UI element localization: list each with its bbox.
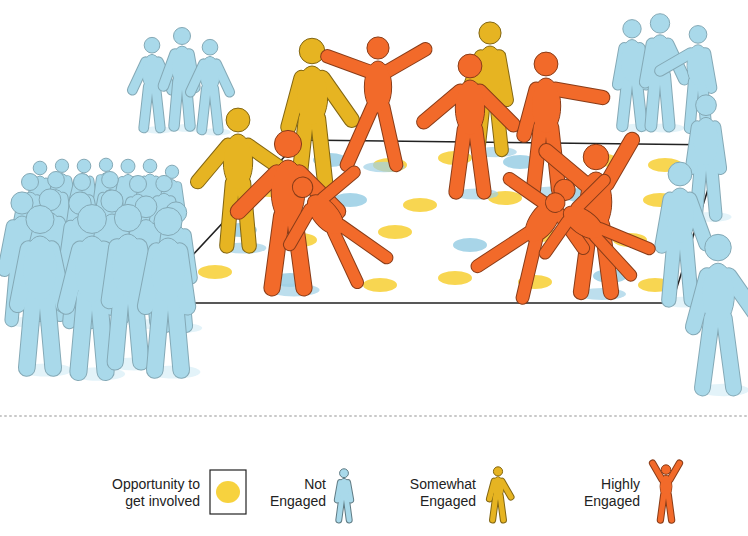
legend-label: Highly Engaged	[578, 476, 640, 510]
person-figure	[146, 207, 188, 370]
legend-swatches	[210, 463, 679, 520]
people	[4, 14, 748, 397]
person-figure	[190, 39, 229, 130]
floor-spot	[378, 225, 412, 239]
floor-spot	[453, 238, 487, 252]
legend-label: Not Engaged	[264, 476, 326, 510]
legend-label: Opportunity to get involved	[90, 476, 200, 510]
dotted-divider	[0, 415, 748, 417]
floor-spot	[198, 265, 232, 279]
person-figure	[327, 37, 425, 165]
legend-swatch	[489, 467, 510, 520]
legend-swatch	[337, 469, 350, 520]
person-figure	[458, 152, 610, 310]
person-figure	[163, 28, 195, 127]
person-figure	[424, 54, 514, 192]
legend-swatch	[653, 463, 680, 520]
floor-spot	[403, 198, 437, 212]
legend-label: Somewhat Engaged	[402, 476, 476, 510]
person-figure	[520, 159, 667, 301]
floor-spot	[438, 271, 472, 285]
person-figure	[260, 148, 409, 300]
person-figure	[524, 52, 603, 190]
person-figure	[693, 234, 748, 388]
legend-swatch	[210, 470, 246, 514]
person-figure	[18, 205, 63, 368]
floor-spot	[363, 278, 397, 292]
